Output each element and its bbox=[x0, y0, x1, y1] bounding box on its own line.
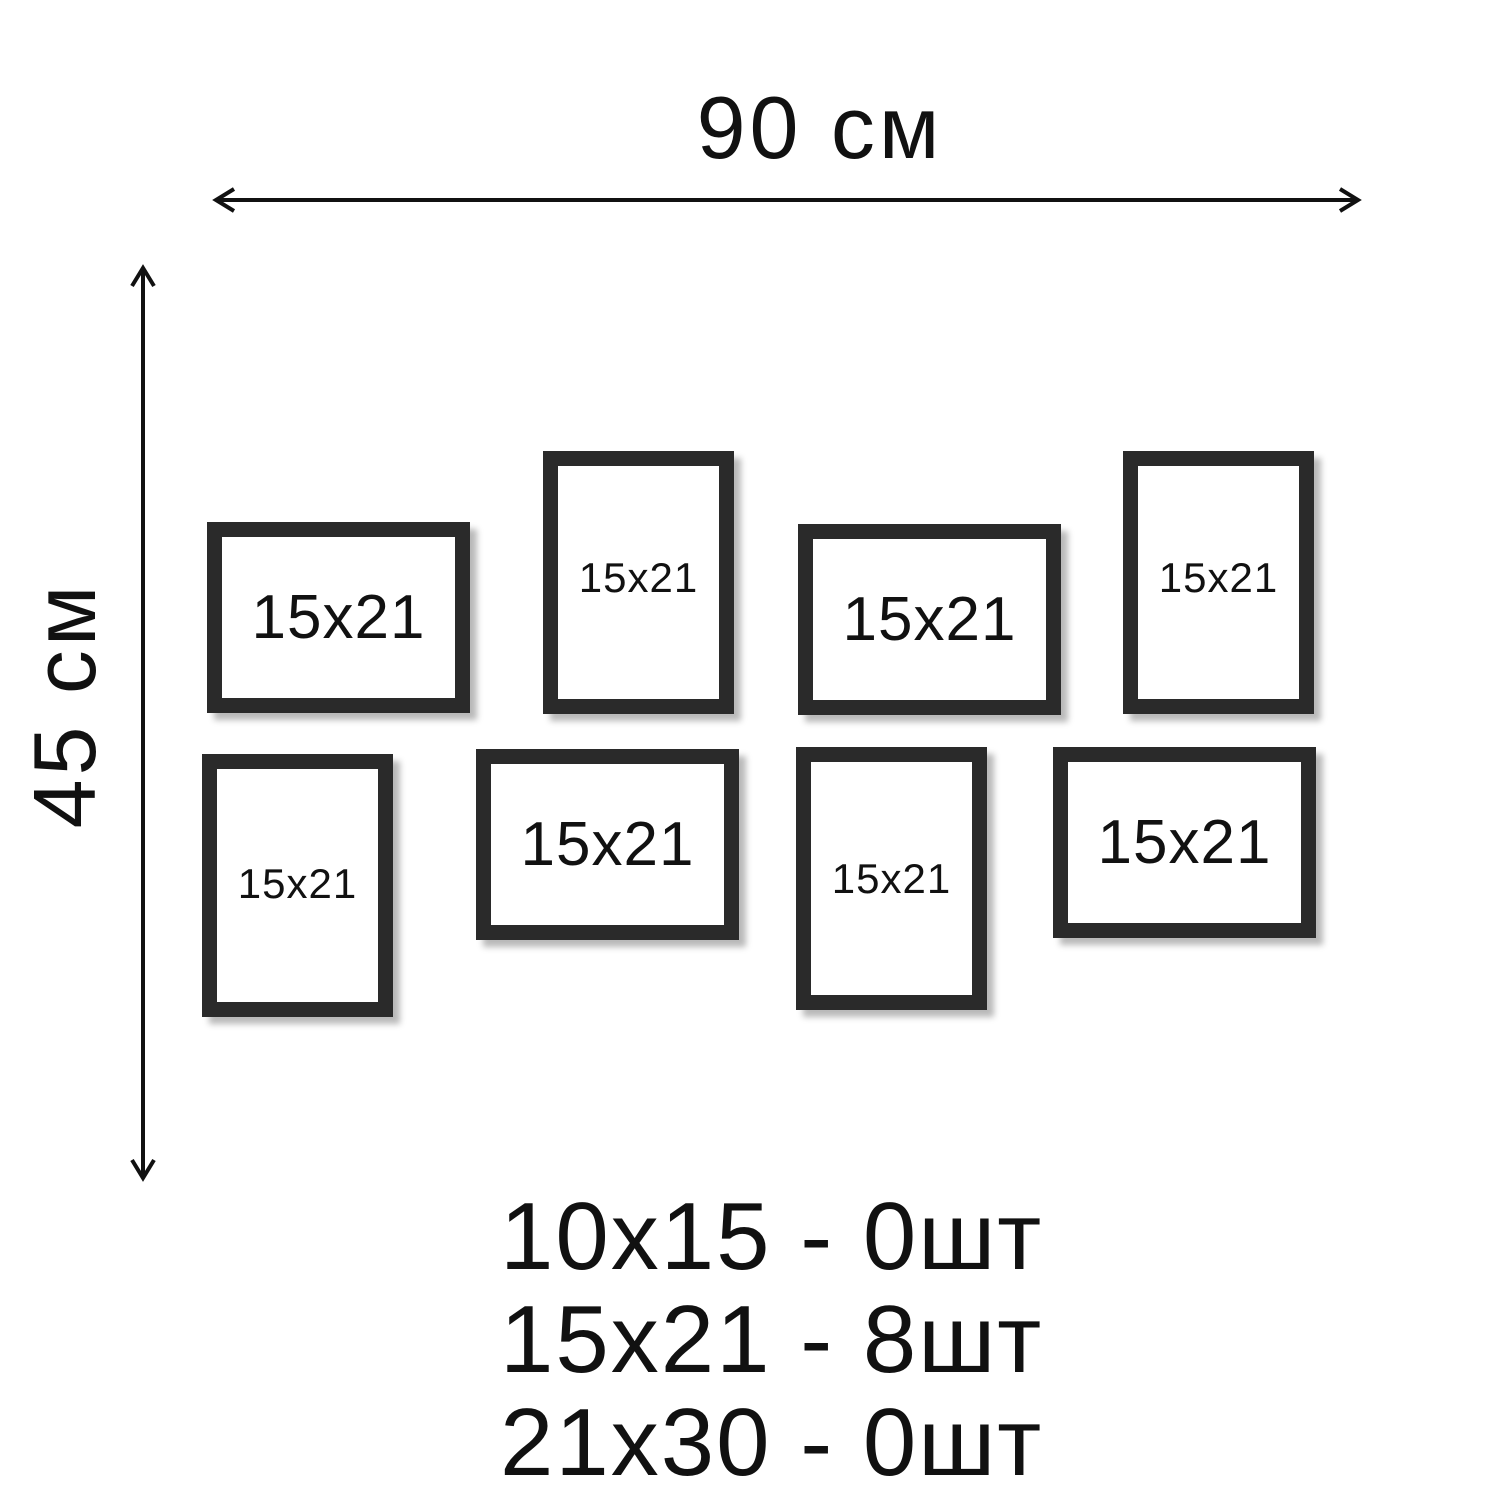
photo-frame-7: 15x21 bbox=[796, 747, 987, 1010]
photo-frame-3: 15x21 bbox=[798, 524, 1061, 715]
photo-frame-5: 15x21 bbox=[202, 754, 393, 1017]
photo-frame-6: 15x21 bbox=[476, 749, 739, 940]
frame-size-label: 15x21 bbox=[831, 854, 952, 902]
width-dimension-label: 90 см bbox=[696, 78, 944, 177]
frame-size-label: 15x21 bbox=[842, 584, 1017, 654]
frame-size-label: 15x21 bbox=[1097, 807, 1272, 877]
frame-size-label: 15x21 bbox=[251, 582, 426, 652]
height-arrow bbox=[130, 264, 156, 1182]
frame-count-summary: 10x15 - 0шт 15x21 - 8шт 21x30 - 0шт bbox=[500, 1185, 1200, 1494]
photo-frame-1: 15x21 bbox=[207, 522, 470, 713]
photo-frame-8: 15x21 bbox=[1053, 747, 1316, 938]
height-dimension-label: 45 см bbox=[15, 581, 114, 829]
frame-size-label: 15x21 bbox=[1158, 553, 1279, 601]
summary-line-10x15: 10x15 - 0шт bbox=[500, 1183, 1044, 1290]
photo-frame-4: 15x21 bbox=[1123, 451, 1314, 714]
frame-size-label: 15x21 bbox=[520, 809, 695, 879]
photo-frame-2: 15x21 bbox=[543, 451, 734, 714]
frame-size-label: 15x21 bbox=[237, 859, 358, 907]
summary-line-21x30: 21x30 - 0шт bbox=[500, 1389, 1044, 1496]
width-arrow bbox=[212, 187, 1362, 213]
frame-size-label: 15x21 bbox=[578, 553, 699, 601]
summary-line-15x21: 15x21 - 8шт bbox=[500, 1286, 1044, 1393]
